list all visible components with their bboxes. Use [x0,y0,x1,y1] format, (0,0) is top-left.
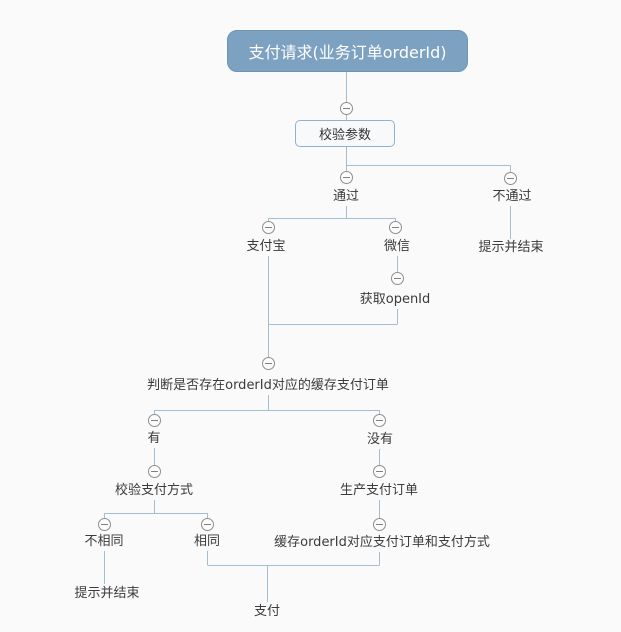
collapse-toggle-alipay[interactable] [262,221,275,234]
collapse-toggle-wechat[interactable] [389,221,402,234]
node-fail-end[interactable]: 提示并结束 [478,240,544,255]
node-same[interactable]: 相同 [193,534,221,549]
minus-icon [343,108,350,109]
minus-icon [507,178,514,179]
minus-icon [392,227,399,228]
collapse-toggle-pass[interactable] [340,171,353,184]
minus-icon [376,524,383,525]
collapse-toggle-not-same[interactable] [98,518,111,531]
collapse-toggle-cache-order[interactable] [373,518,386,531]
collapse-toggle-has-not[interactable] [373,414,386,427]
node-cache-order[interactable]: 缓存orderId对应支付订单和支付方式 [274,535,490,550]
node-has[interactable]: 有 [147,431,161,446]
collapse-toggle-validate-params[interactable] [340,102,353,115]
minus-icon [151,471,158,472]
minus-icon [343,177,350,178]
minus-icon [376,471,383,472]
node-fail[interactable]: 不通过 [492,189,532,204]
node-has-not[interactable]: 没有 [366,432,394,447]
node-pay[interactable]: 支付 [253,604,281,619]
minus-icon [151,420,158,421]
node-get-openid[interactable]: 获取openId [359,292,431,307]
minus-icon [265,363,272,364]
node-pass[interactable]: 通过 [332,189,360,204]
node-verify-pay-method[interactable]: 校验支付方式 [114,483,194,498]
node-wechat[interactable]: 微信 [383,239,411,254]
node-not-same-end[interactable]: 提示并结束 [74,586,140,601]
minus-icon [204,524,211,525]
collapse-toggle-get-openid[interactable] [391,272,404,285]
node-alipay[interactable]: 支付宝 [246,239,286,254]
node-create-pay-order[interactable]: 生产支付订单 [339,483,419,498]
node-validate-params[interactable]: 校验参数 [295,120,395,147]
minus-icon [265,227,272,228]
node-judge-cache[interactable]: 判断是否存在orderId对应的缓存支付订单 [147,378,389,393]
minus-icon [394,278,401,279]
collapse-toggle-verify-pay-method[interactable] [148,465,161,478]
collapse-toggle-create-pay-order[interactable] [373,465,386,478]
collapse-toggle-judge-cache[interactable] [262,357,275,370]
minus-icon [376,420,383,421]
minus-icon [101,524,108,525]
node-payment-request[interactable]: 支付请求(业务订单orderId) [227,30,468,72]
collapse-toggle-has[interactable] [148,414,161,427]
node-not-same[interactable]: 不相同 [84,534,124,549]
collapse-toggle-same[interactable] [201,518,214,531]
collapse-toggle-fail[interactable] [504,172,517,185]
